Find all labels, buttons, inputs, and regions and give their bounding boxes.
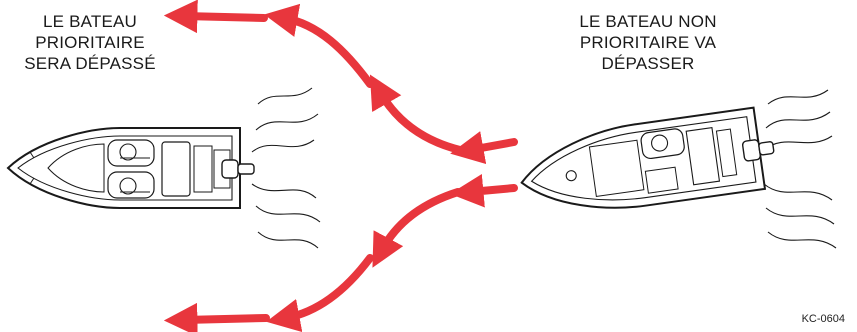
figure-code: KC-0604: [801, 313, 845, 325]
give-way-label-line-1: LE BATEAU NON: [579, 12, 717, 31]
wake-lines-right: [763, 89, 837, 249]
arrow-straight-top: [163, 0, 268, 34]
give-way-label-line-3: DÉPASSER: [601, 54, 695, 73]
arrow-curve-lower-left: [372, 188, 462, 268]
arrow-straight-bottom: [163, 302, 270, 332]
stand-on-label-line-2: PRIORITAIRE: [35, 33, 145, 52]
arrow-straight-upper: [450, 131, 518, 165]
stand-on-label-line-1: LE BATEAU: [42, 12, 138, 31]
arrow-curve-lower-bottom: [266, 254, 374, 332]
give-way-boat-icon: [520, 106, 775, 209]
arrow-straight-lower: [449, 174, 518, 208]
give-way-boat-label: LE BATEAU NON PRIORITAIRE VA DÉPASSER: [548, 11, 748, 74]
arrow-curve-upper-top: [264, 3, 374, 88]
give-way-label-line-2: PRIORITAIRE VA: [579, 33, 717, 52]
arrow-curve-upper-left: [369, 74, 464, 154]
stand-on-boat-icon: [6, 127, 255, 209]
overtaking-arrows: [163, 0, 518, 332]
stand-on-label-line-3: SERA DÉPASSÉ: [24, 54, 156, 73]
stand-on-boat-label: LE BATEAU PRIORITAIRE SERA DÉPASSÉ: [0, 11, 180, 74]
wake-lines-left: [251, 87, 321, 249]
